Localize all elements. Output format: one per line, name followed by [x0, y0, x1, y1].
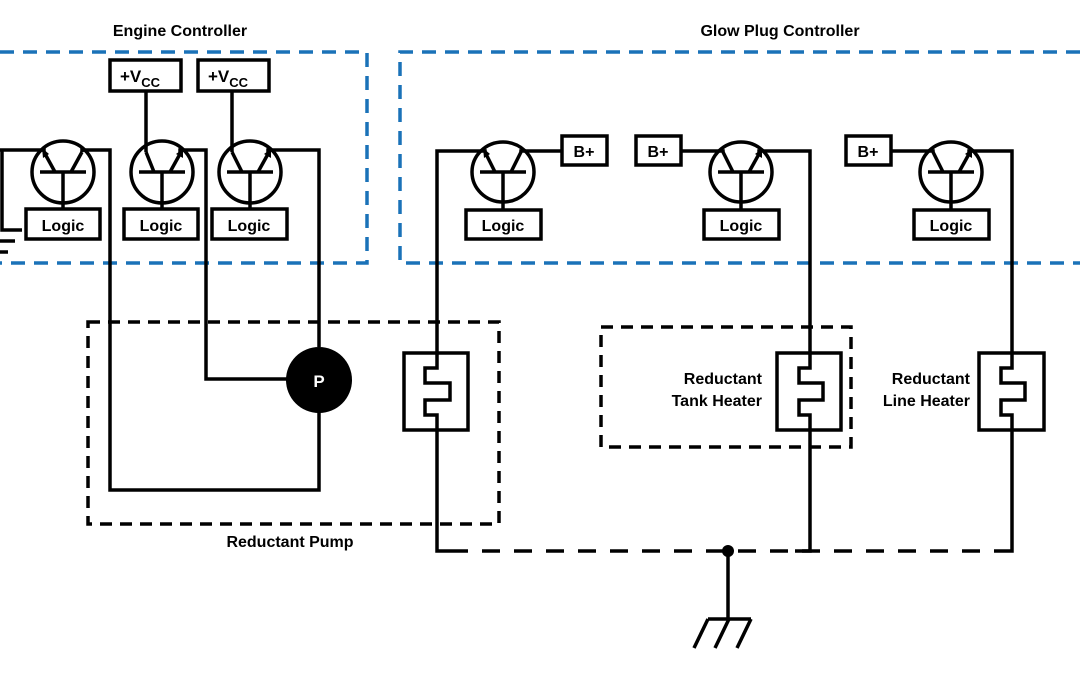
transistor-ec-1	[30, 139, 96, 209]
engine-controller-boundary	[0, 50, 369, 265]
glow-plug-controller-boundary	[398, 50, 1080, 265]
heater-coil-icon	[423, 353, 452, 430]
pump-motor-icon	[286, 347, 352, 413]
wire	[178, 148, 288, 381]
wire	[435, 149, 487, 352]
tank-heater-boundary	[599, 325, 853, 449]
logic-label: Logic	[228, 218, 271, 235]
logic-label: Logic	[482, 218, 525, 235]
logic-box-ec-1	[24, 207, 102, 241]
transistor-ec-3	[217, 139, 283, 209]
b-plus-label: B+	[648, 144, 669, 161]
pump-label: P	[313, 372, 324, 391]
logic-box-ec-2	[122, 207, 200, 241]
logic-box-gp-2	[702, 208, 781, 241]
wire	[967, 149, 1014, 352]
b-plus-box-3	[844, 134, 893, 167]
vcc-box-2	[196, 58, 271, 93]
logic-box-ec-3	[210, 207, 289, 241]
wire	[266, 148, 321, 347]
logic-box-gp-1	[464, 208, 543, 241]
wire	[80, 148, 321, 492]
heater-coil-icon	[999, 353, 1027, 430]
wire	[1000, 430, 1014, 553]
heater-coil-icon	[797, 353, 825, 430]
b-plus-label: B+	[574, 144, 595, 161]
transistor-gp-1	[470, 140, 536, 209]
tank-heater-label-2: Tank Heater	[672, 393, 762, 410]
line-heater-label-1: Reductant	[892, 371, 971, 388]
wire	[0, 150, 22, 232]
logic-label: Logic	[140, 218, 183, 235]
wire	[891, 149, 935, 153]
logic-label: Logic	[930, 218, 973, 235]
wire	[435, 430, 450, 553]
vcc-label-2: +VCC	[208, 67, 249, 90]
reductant-pump-label: Reductant Pump	[226, 534, 353, 551]
engine-controller-title: Engine Controller	[113, 23, 247, 40]
transistor-gp-3	[918, 140, 984, 210]
glow-plug-controller-title: Glow Plug Controller	[700, 23, 859, 40]
chassis-ground-icon	[692, 617, 753, 649]
b-plus-label: B+	[858, 144, 879, 161]
wire	[519, 149, 562, 153]
logic-label: Logic	[720, 218, 763, 235]
logic-box-gp-3	[912, 208, 991, 241]
wire	[681, 149, 725, 153]
logic-label: Logic	[42, 218, 85, 235]
reductant-pump-boundary	[86, 320, 501, 526]
line-heater-label-2: Line Heater	[883, 393, 970, 410]
tank-heater-label-1: Reductant	[684, 371, 763, 388]
vcc-box-1	[108, 58, 183, 93]
wire	[0, 148, 46, 152]
wire	[757, 149, 812, 352]
vcc-label-1: +VCC	[120, 67, 161, 90]
